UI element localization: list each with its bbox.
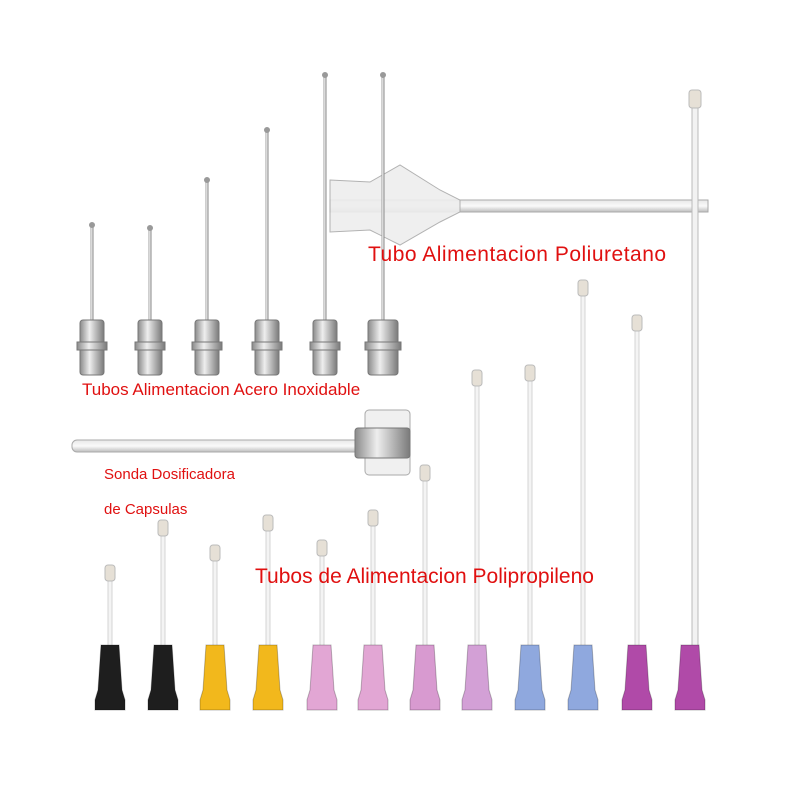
polypropylene-tube (370, 523, 376, 665)
steel-needle-shaft (148, 228, 152, 330)
luer-hub (94, 644, 126, 711)
steel-needle-hub-flange (76, 341, 108, 351)
steel-needle-ball-tip (147, 225, 153, 231)
steel-needle-ball-tip (204, 177, 210, 183)
capsule-doser-label-line2: de Capsulas (104, 501, 188, 518)
polypropylene-tube (580, 293, 586, 665)
steel-needle-hub-flange (251, 341, 283, 351)
steel-needle-ball-tip (322, 72, 328, 78)
tube-tip (316, 539, 328, 557)
capsule-doser-hub (354, 427, 411, 459)
polypropylene-tube (527, 378, 533, 665)
steel-needle-hub-flange (364, 341, 402, 351)
stainless-steel-label: Tubos Alimentacion Acero Inoxidable (82, 380, 361, 399)
luer-hub (567, 644, 599, 711)
steel-needle-hub-flange (309, 341, 341, 351)
polypropylene-tube (634, 328, 640, 665)
capsule-doser-label-line1: Sonda Dosificadora (104, 466, 235, 483)
luer-hub (147, 644, 179, 711)
tube-tip (471, 369, 483, 387)
tube-tip (262, 514, 274, 532)
luer-hub (252, 644, 284, 711)
polyurethane-label: Tubo Alimentacion Poliuretano (368, 243, 667, 266)
luer-hub (514, 644, 546, 711)
steel-needle-ball-tip (380, 72, 386, 78)
steel-needle-shaft (90, 225, 94, 330)
steel-needle-hub-flange (191, 341, 223, 351)
polypropylene-tube (474, 383, 480, 665)
capsule-doser-tube (71, 439, 363, 453)
polypropylene-tube (265, 528, 271, 665)
tube-tip (577, 279, 589, 297)
luer-hub (461, 644, 493, 711)
tube-tip (524, 364, 536, 382)
tube-tip (419, 464, 431, 482)
luer-hub (306, 644, 338, 711)
steel-needle-ball-tip (89, 222, 95, 228)
luer-hub (621, 644, 653, 711)
tube-tip (157, 519, 169, 537)
luer-hub (409, 644, 441, 711)
steel-needle-hub-flange (134, 341, 166, 351)
tube-tip (367, 509, 379, 527)
luer-hub (674, 644, 706, 711)
steel-needle-shaft (323, 75, 327, 330)
tube-tip (688, 89, 702, 109)
steel-needle-shaft (381, 75, 385, 330)
luer-hub (357, 644, 389, 711)
long-polypropylene-tube (691, 104, 699, 661)
steel-needle-shaft (265, 130, 269, 330)
tube-tip (104, 564, 116, 582)
luer-hub (199, 644, 231, 711)
polyurethane-hub (329, 164, 461, 246)
steel-needle-ball-tip (264, 127, 270, 133)
steel-needle-shaft (205, 180, 209, 330)
tube-tip (631, 314, 643, 332)
tube-tip (209, 544, 221, 562)
polypropylene-label: Tubos de Alimentacion Polipropileno (255, 565, 594, 588)
